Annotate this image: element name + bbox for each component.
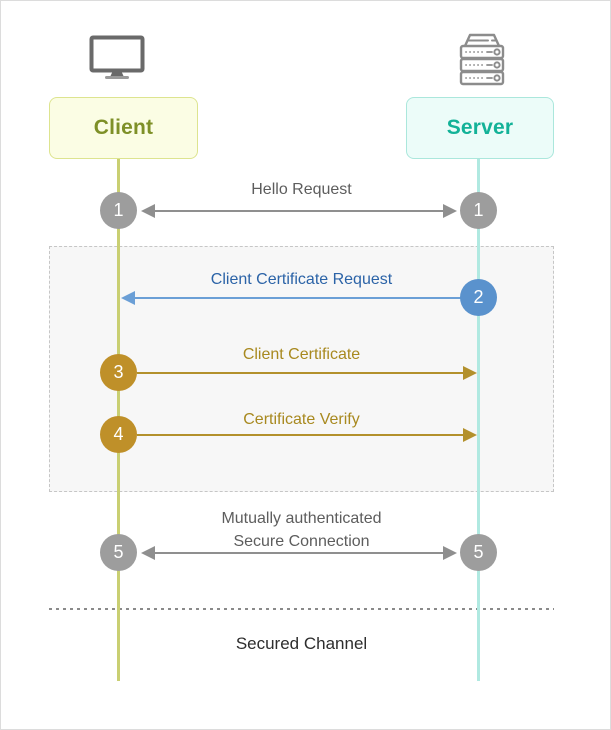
arrowhead-left-icon — [121, 291, 135, 305]
certificate-verify-line — [137, 434, 463, 436]
server-icon — [453, 30, 511, 86]
secure-connection-line1: Mutually authenticated — [221, 510, 382, 527]
step-circle-3-client: 3 — [100, 354, 137, 391]
step-circle-4-client: 4 — [100, 416, 137, 453]
actor-box-server: Server — [406, 97, 554, 159]
client-certificate-line — [137, 372, 463, 374]
secured-channel-label: Secured Channel — [235, 634, 368, 653]
server-lifeline — [477, 159, 480, 681]
message-label-certificate-verify: Certificate Verify — [243, 411, 360, 428]
hello-request-line — [154, 210, 444, 212]
message-label-client-certificate-request: Client Certificate Request — [210, 271, 393, 288]
secured-channel-divider — [49, 608, 554, 610]
arrowhead-left-icon — [141, 546, 155, 560]
step-circle-1-server: 1 — [460, 192, 497, 229]
server-label: Server — [446, 116, 514, 139]
arrowhead-right-icon — [463, 366, 477, 380]
step-circle-2-server: 2 — [460, 279, 497, 316]
client-label: Client — [93, 116, 154, 139]
actor-box-client: Client — [49, 97, 198, 159]
step-circle-5-server: 5 — [460, 534, 497, 571]
arrowhead-right-icon — [443, 204, 457, 218]
step-circle-5-client: 5 — [100, 534, 137, 571]
message-label-client-certificate: Client Certificate — [242, 346, 361, 363]
arrowhead-left-icon — [141, 204, 155, 218]
monitor-icon — [89, 35, 145, 79]
message-label-secure-connection: Mutually authenticated Secure Connection — [49, 507, 554, 553]
arrowhead-right-icon — [443, 546, 457, 560]
secure-connection-line — [154, 552, 444, 554]
message-label-hello-request: Hello Request — [251, 181, 352, 198]
secure-connection-line2: Secure Connection — [233, 533, 370, 550]
step-circle-1-client: 1 — [100, 192, 137, 229]
client-certificate-request-line — [134, 297, 461, 299]
arrowhead-right-icon — [463, 428, 477, 442]
